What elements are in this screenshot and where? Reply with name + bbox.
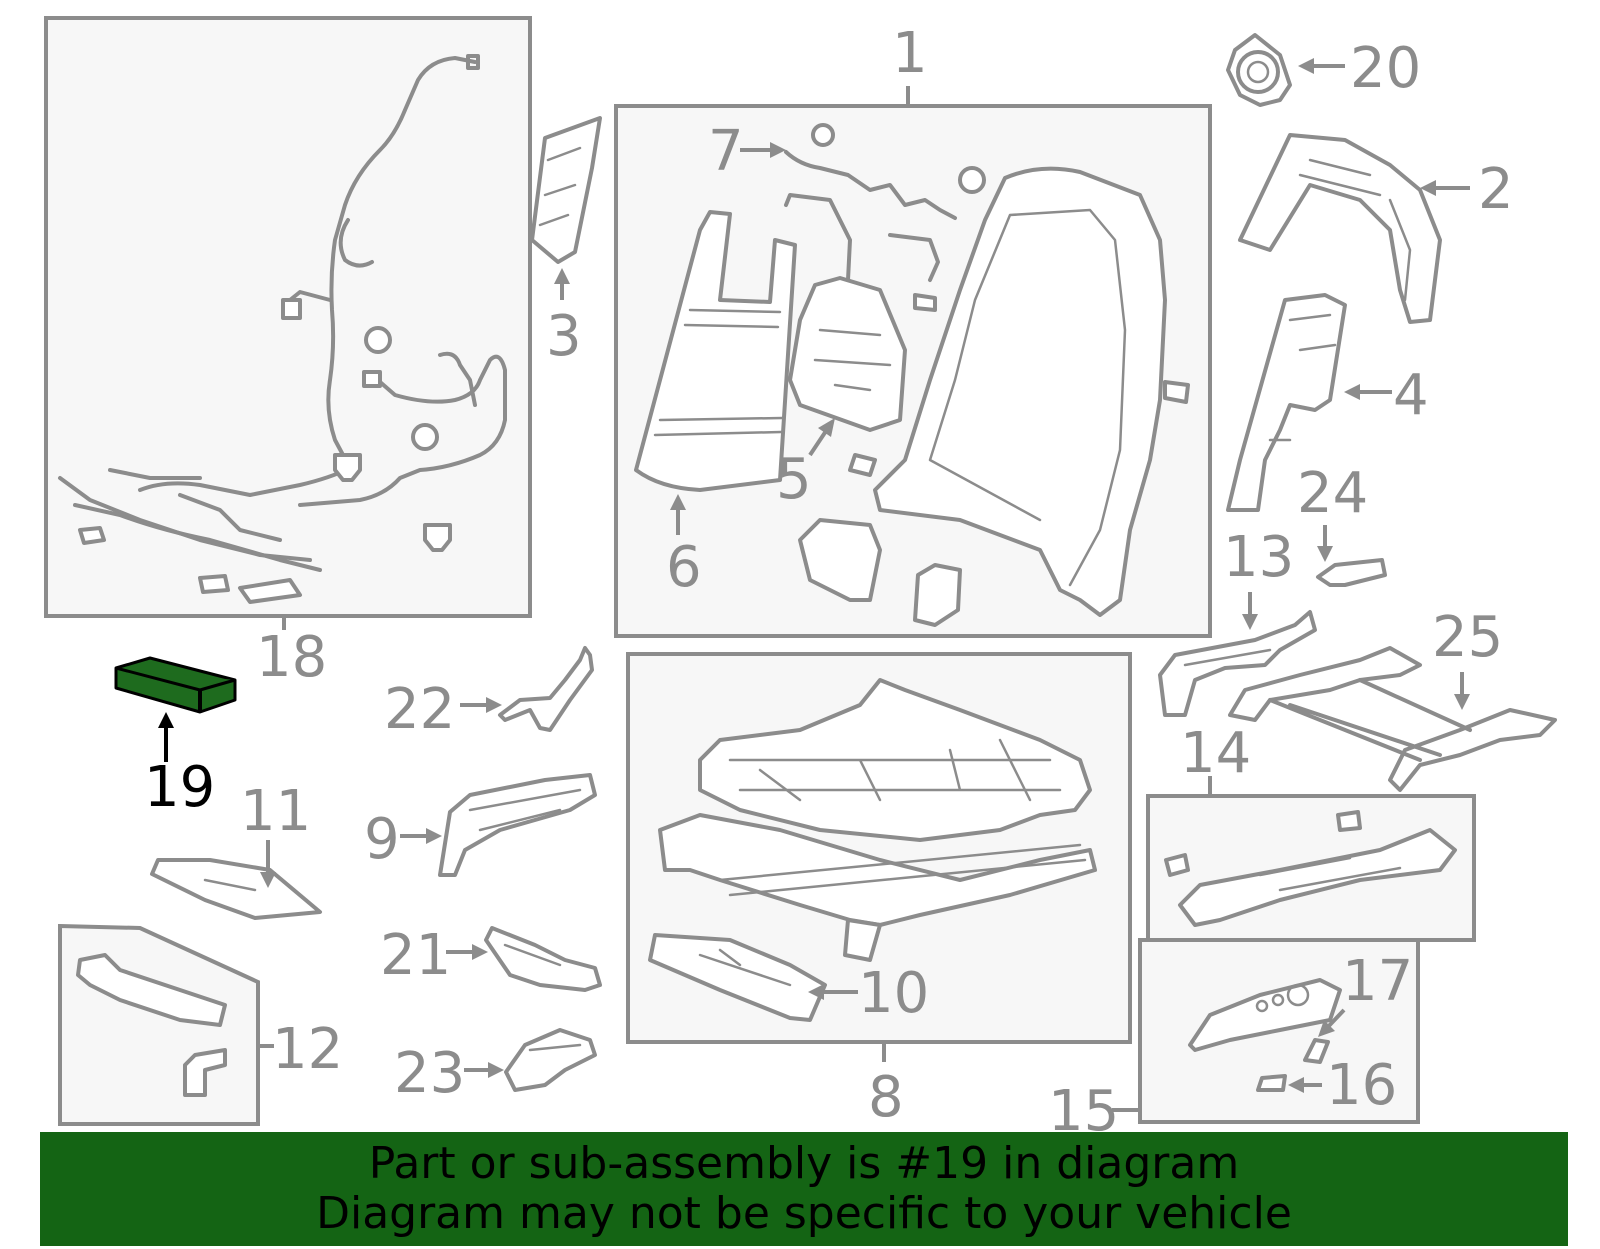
part-23 [504, 1028, 597, 1092]
label-2: 2 [1478, 157, 1514, 222]
part-2 [1238, 133, 1442, 324]
label-25: 25 [1432, 605, 1503, 670]
label-1: 1 [892, 21, 928, 86]
label-9: 9 [364, 807, 400, 872]
label-22: 22 [384, 677, 455, 742]
label-20: 20 [1350, 36, 1421, 101]
label-12: 12 [272, 1017, 343, 1082]
label-4: 4 [1393, 363, 1429, 428]
label-16: 16 [1326, 1053, 1397, 1118]
label-11: 11 [240, 779, 311, 844]
label-19: 19 [144, 755, 215, 820]
label-14: 14 [1180, 721, 1251, 786]
box-part-8 [626, 652, 1132, 1044]
label-8: 8 [868, 1065, 904, 1130]
part-19-highlighted [114, 656, 237, 762]
label-21: 21 [380, 923, 451, 988]
banner-line-1: Part or sub-assembly is #19 in diagram [368, 1138, 1240, 1189]
label-7: 7 [708, 119, 744, 184]
part-24 [1316, 558, 1387, 587]
box-part-14 [1146, 794, 1476, 942]
part-4 [1226, 293, 1347, 512]
part-3 [530, 116, 602, 264]
part-20 [1226, 33, 1292, 107]
part-11 [150, 858, 322, 920]
part-13 [1158, 610, 1317, 717]
box-part-1 [614, 104, 1212, 638]
label-5: 5 [776, 447, 812, 512]
part-9 [438, 773, 597, 877]
label-13: 13 [1223, 525, 1294, 590]
part-22 [498, 646, 594, 732]
info-banner: Part or sub-assembly is #19 in diagram D… [40, 1132, 1568, 1246]
label-17: 17 [1342, 949, 1413, 1014]
label-24: 24 [1297, 461, 1368, 526]
label-3: 3 [546, 304, 582, 369]
box-part-18 [44, 16, 532, 618]
part-21 [484, 926, 602, 992]
label-10: 10 [858, 961, 929, 1026]
box-part-15 [1138, 938, 1420, 1124]
part-25 [1228, 646, 1557, 792]
label-23: 23 [394, 1041, 465, 1106]
banner-line-2: Diagram may not be specific to your vehi… [316, 1188, 1292, 1239]
box-part-12 [58, 923, 260, 1126]
label-18: 18 [256, 625, 327, 690]
label-6: 6 [666, 535, 702, 600]
